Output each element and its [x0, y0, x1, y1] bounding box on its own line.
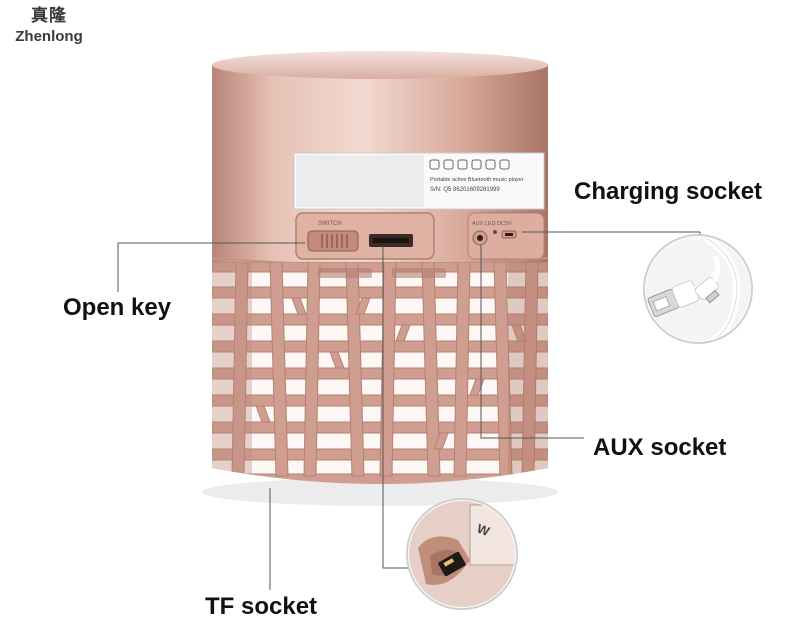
brand-name-en: Zhenlong	[15, 28, 83, 45]
tf-leader-line	[382, 246, 410, 569]
product-label-sticker: Portable active Bluetooth music player S…	[293, 152, 545, 210]
leader-lines	[117, 231, 701, 590]
open-key-leader-line	[117, 242, 305, 292]
tf-card-slot	[369, 234, 413, 247]
brand-logo: 真隆 Zhenlong	[8, 6, 90, 46]
port-marking: AUX LED DC5V	[472, 221, 512, 227]
aux-socket-label: AUX socket	[593, 434, 727, 461]
usb-cable-inset	[643, 234, 753, 344]
brand-name-cn: 真隆	[31, 6, 67, 26]
micro-usb-plug-icon	[694, 255, 721, 304]
sticker-line-1: Portable active Bluetooth music player	[430, 177, 524, 183]
control-panel: SWITCH AUX LED DC5V	[295, 212, 545, 278]
charging-socket-label: Charging socket	[574, 178, 763, 205]
micro-sd-card-icon	[438, 551, 466, 577]
sticker-line-2: S/N: Q5 86201609281999	[430, 187, 500, 193]
speaker-grille	[212, 262, 548, 484]
micro-usb-port	[501, 230, 517, 239]
switch-marking: SWITCH	[318, 221, 342, 227]
open-key-label: Open key	[63, 294, 172, 321]
speaker-top-cap	[212, 51, 548, 79]
tf-socket-label: TF socket	[205, 593, 318, 620]
aux-leader-line	[480, 245, 584, 439]
aux-port	[472, 230, 488, 246]
led-indicator	[493, 230, 497, 234]
power-switch	[307, 230, 359, 252]
tf-card-inset: W	[406, 498, 518, 610]
svg-text:W: W	[475, 521, 492, 540]
